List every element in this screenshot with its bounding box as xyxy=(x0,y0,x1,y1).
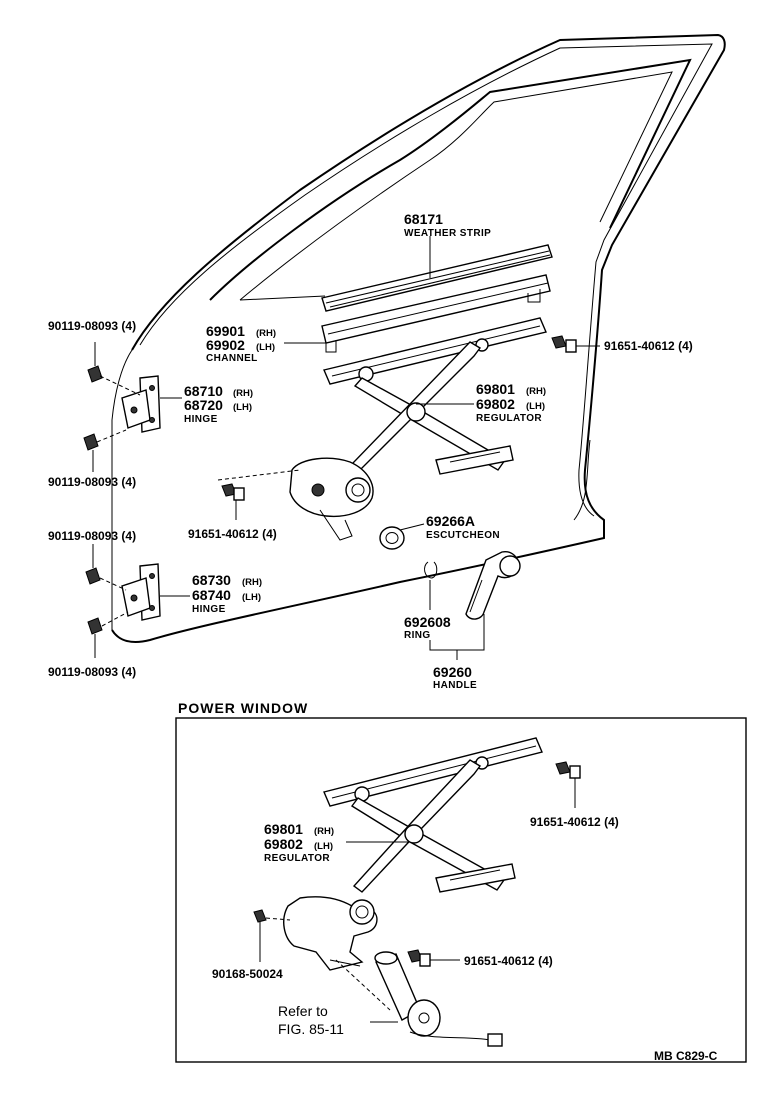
power-bolt-top-right-label: 91651-40612 (4) xyxy=(530,815,619,829)
power-regulator-suffix-lh: (LH) xyxy=(314,841,333,852)
bolt-labels: 90119-08093 (4) 90119-08093 (4) 90119-08… xyxy=(48,319,693,679)
channel-part xyxy=(321,274,551,353)
regulator-number-rh: 69801 xyxy=(476,381,515,397)
regulator-suffix-lh: (LH) xyxy=(526,401,545,412)
power-bolt-motor-label: 91651-40612 (4) xyxy=(464,954,553,968)
lower-hinge-part xyxy=(121,563,161,621)
weather-strip-part xyxy=(321,244,553,312)
regulator-number-lh: 69802 xyxy=(476,396,515,412)
weather-strip-caption: WEATHER STRIP xyxy=(404,228,491,239)
power-bolt-motor-icon xyxy=(407,949,460,967)
upper-hinge-suffix-rh: (RH) xyxy=(233,388,253,399)
window-regulator-part xyxy=(217,317,547,541)
ring-label: 692608 RING xyxy=(404,614,451,641)
regulator-bolt-right-icon xyxy=(551,335,600,353)
escutcheon-label: 69266A ESCUTCHEON xyxy=(426,513,500,541)
channel-caption: CHANNEL xyxy=(206,353,258,364)
refer-figure-label: FIG. 85-11 xyxy=(278,1021,344,1037)
weather-strip-number: 68171 xyxy=(404,211,443,227)
channel-number-rh: 69901 xyxy=(206,323,245,339)
power-window-frame xyxy=(175,717,747,1063)
lower-hinge-number-lh: 68740 xyxy=(192,587,231,603)
upper-hinge-caption: HINGE xyxy=(184,414,218,425)
power-regulator-suffix-rh: (RH) xyxy=(314,826,334,837)
hinge-bolt-1-label: 90119-08093 (4) xyxy=(48,319,136,333)
door-leader-lines xyxy=(160,236,474,597)
handle-label: 69260 HANDLE xyxy=(433,664,477,691)
power-screw-left-label: 90168-50024 xyxy=(212,967,283,981)
regulator-suffix-rh: (RH) xyxy=(526,386,546,397)
handle-caption: HANDLE xyxy=(433,680,477,691)
channel-label: 69901 (RH) 69902 (LH) CHANNEL xyxy=(206,323,276,364)
escutcheon-part xyxy=(379,526,405,550)
power-regulator-part xyxy=(283,737,543,971)
ring-caption: RING xyxy=(404,630,431,641)
regulator-label: 69801 (RH) 69802 (LH) REGULATOR xyxy=(476,381,546,424)
upper-hinge-suffix-lh: (LH) xyxy=(233,402,252,413)
footer-code: MB C829-C xyxy=(654,1049,718,1063)
ring-part xyxy=(424,561,438,610)
escutcheon-caption: ESCUTCHEON xyxy=(426,530,500,541)
lower-hinge-suffix-lh: (LH) xyxy=(242,592,261,603)
power-leader-lines xyxy=(346,841,408,1023)
hinge-bolt-2-label: 90119-08093 (4) xyxy=(48,475,136,489)
upper-hinge-label: 68710 (RH) 68720 (LH) HINGE xyxy=(184,383,253,425)
regulator-bolt-right-label: 91651-40612 (4) xyxy=(604,339,693,353)
power-window-title: POWER WINDOW xyxy=(178,700,308,716)
refer-to-label: Refer to xyxy=(278,1003,328,1019)
power-regulator-number-rh: 69801 xyxy=(264,821,303,837)
power-bolt-top-right-icon xyxy=(555,761,581,808)
lower-hinge-label: 68730 (RH) 68740 (LH) HINGE xyxy=(192,572,262,615)
channel-suffix-lh: (LH) xyxy=(256,342,275,353)
power-regulator-number-lh: 69802 xyxy=(264,836,303,852)
lower-hinge-number-rh: 68730 xyxy=(192,572,231,588)
hinge-bolts xyxy=(83,342,141,658)
hinge-bolt-4-label: 90119-08093 (4) xyxy=(48,665,136,679)
lower-hinge-caption: HINGE xyxy=(192,604,226,615)
regulator-caption: REGULATOR xyxy=(476,413,542,424)
power-screw-left-icon xyxy=(253,909,291,962)
weather-strip-label: 68171 WEATHER STRIP xyxy=(404,211,491,239)
channel-suffix-rh: (RH) xyxy=(256,328,276,339)
channel-number-lh: 69902 xyxy=(206,337,245,353)
lower-hinge-suffix-rh: (RH) xyxy=(242,577,262,588)
door-panel-outline xyxy=(111,33,726,643)
power-regulator-label: 69801 (RH) 69802 (LH) REGULATOR xyxy=(264,821,334,864)
regulator-bolt-left-icon xyxy=(221,483,245,520)
ring-number: 692608 xyxy=(404,614,451,630)
escutcheon-number: 69266A xyxy=(426,513,475,529)
hinge-bolt-3-label: 90119-08093 (4) xyxy=(48,529,136,543)
power-window-motor-part xyxy=(335,951,503,1047)
power-regulator-caption: REGULATOR xyxy=(264,853,330,864)
upper-hinge-part xyxy=(121,375,161,433)
window-handle-part xyxy=(429,551,521,660)
upper-hinge-number-lh: 68720 xyxy=(184,397,223,413)
handle-number: 69260 xyxy=(433,664,472,680)
upper-hinge-number-rh: 68710 xyxy=(184,383,223,399)
regulator-bolt-left-label: 91651-40612 (4) xyxy=(188,527,277,541)
